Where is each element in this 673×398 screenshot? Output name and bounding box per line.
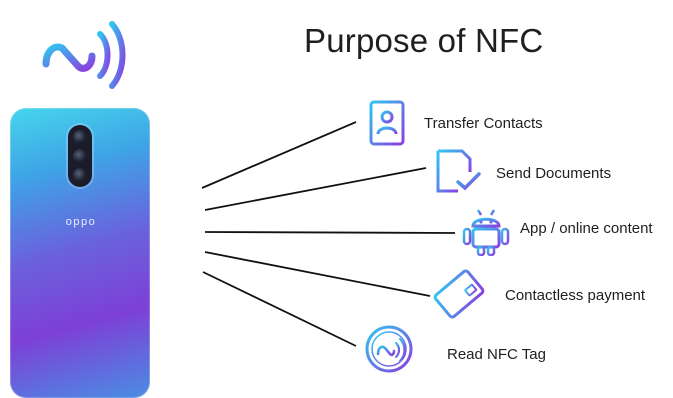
camera-module xyxy=(68,125,92,187)
item-label-documents: Send Documents xyxy=(496,165,612,182)
item-label-nfc-tag: Read NFC Tag xyxy=(447,346,546,363)
android-robot-icon xyxy=(462,209,510,256)
nfc-logo-icon xyxy=(42,21,126,89)
connector-line-documents xyxy=(204,167,427,211)
phone-brand: oppo xyxy=(65,216,97,228)
contacts-book-icon xyxy=(367,100,405,146)
document-check-icon xyxy=(436,149,481,193)
item-label-contacts: Transfer Contacts xyxy=(424,115,543,132)
item-label-app: App / online content xyxy=(520,220,653,237)
credit-card-icon xyxy=(433,269,485,319)
connector-line-app xyxy=(204,231,456,234)
page-title: Purpose of NFC xyxy=(304,22,544,59)
connector-lines xyxy=(201,121,456,347)
nfc-tag-icon xyxy=(365,325,413,373)
connector-line-nfc-tag xyxy=(202,271,357,347)
connector-line-contacts xyxy=(201,121,357,189)
item-label-payment: Contactless payment xyxy=(505,287,646,304)
connector-line-payment xyxy=(204,251,431,297)
